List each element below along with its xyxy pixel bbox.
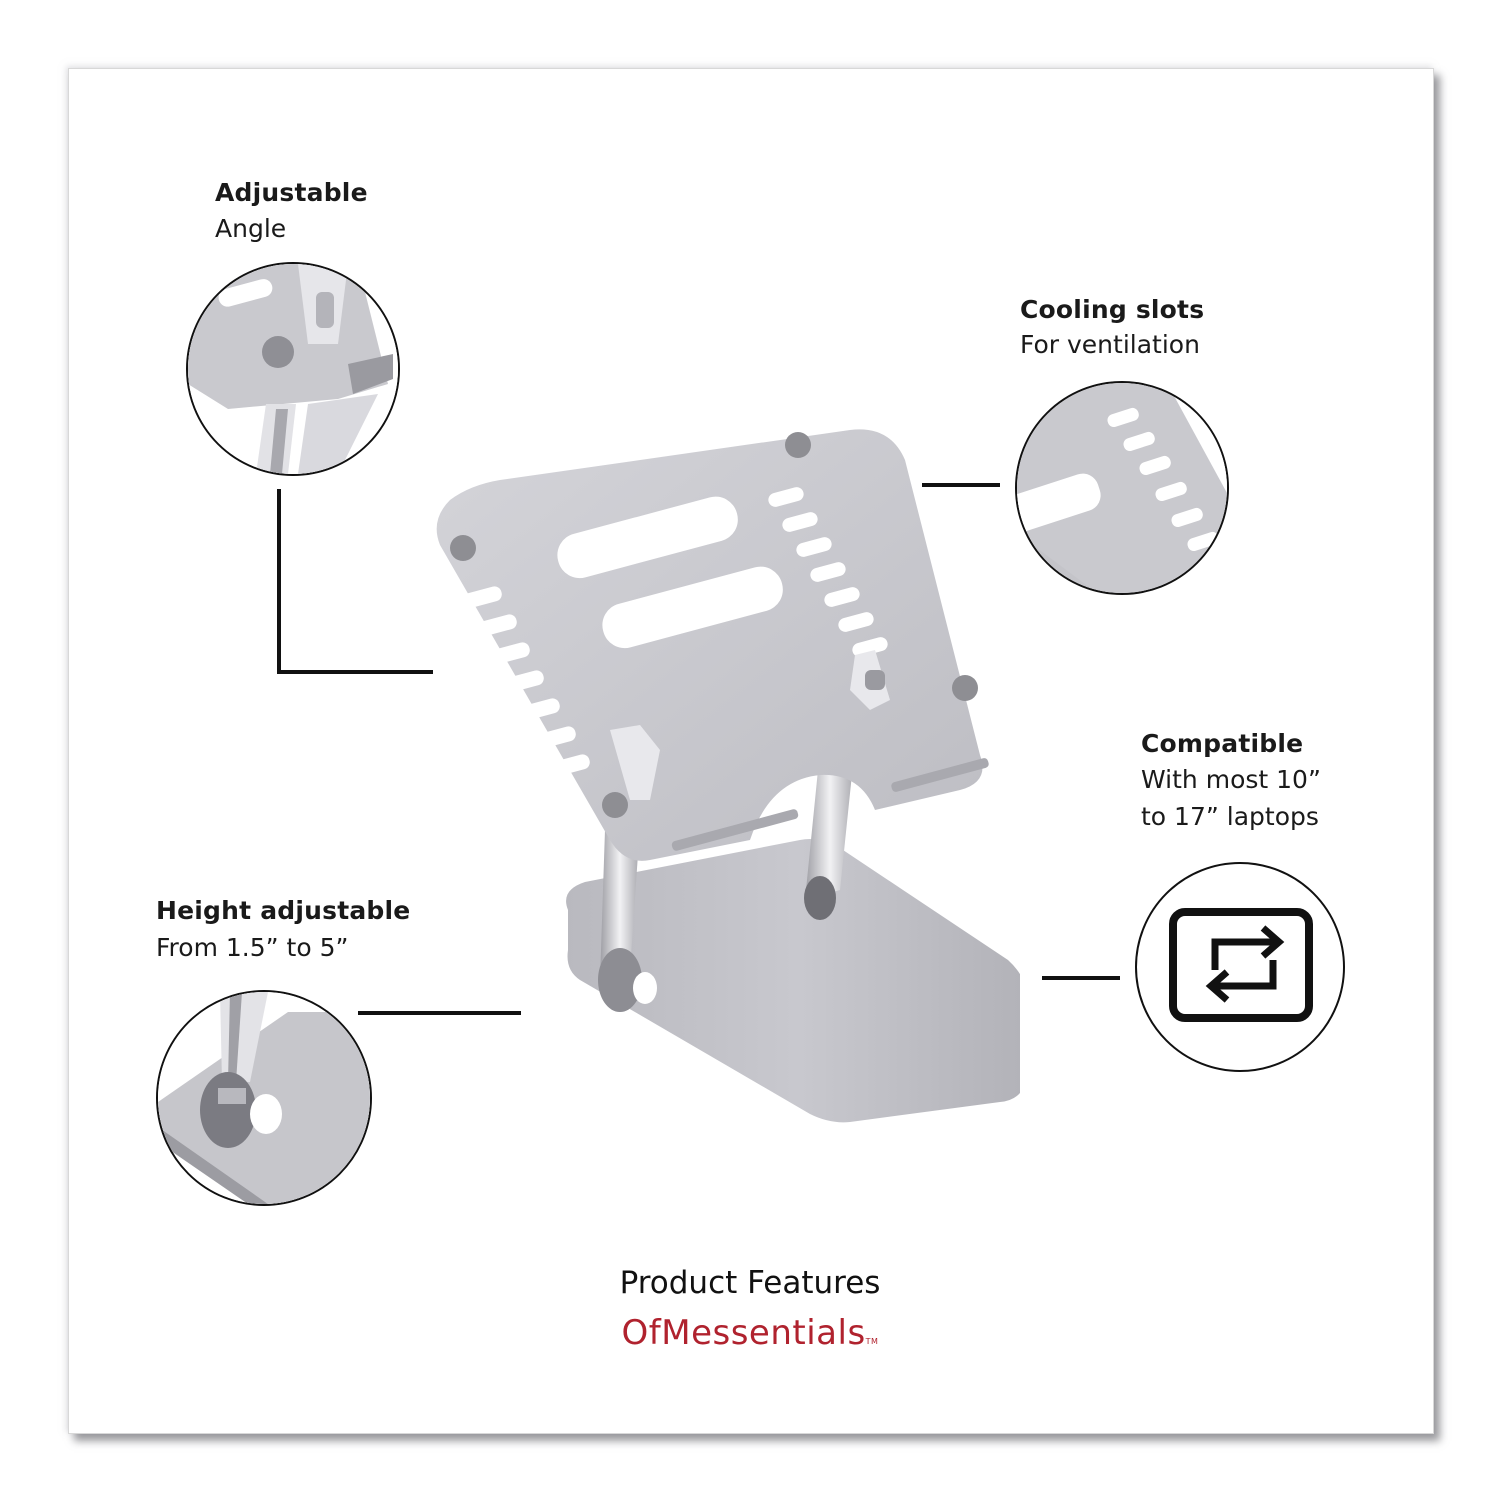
feature-compatible-subtitle-line1: With most 10” bbox=[1141, 765, 1321, 794]
hinge-closeup-image bbox=[186, 262, 400, 476]
trademark-mark: TM bbox=[865, 1337, 879, 1346]
feature-compatible-title: Compatible bbox=[1141, 729, 1304, 758]
feature-angle-subtitle: Angle bbox=[215, 214, 287, 243]
base-hinge-closeup-image bbox=[156, 990, 372, 1206]
feature-height-title: Height adjustable bbox=[156, 896, 411, 925]
vent-slots-closeup-image bbox=[1015, 381, 1229, 595]
feature-compatible-subtitle-line2: to 17” laptops bbox=[1141, 802, 1319, 831]
feature-cooling-subtitle: For ventilation bbox=[1020, 330, 1200, 359]
feature-cooling-title: Cooling slots bbox=[1020, 295, 1205, 324]
feature-height-subtitle: From 1.5” to 5” bbox=[156, 933, 349, 962]
angle-connector-vertical bbox=[277, 489, 281, 674]
cooling-connector bbox=[922, 483, 1000, 487]
laptop-stand-image bbox=[420, 370, 1020, 1170]
brand-name: OfMessentials bbox=[621, 1313, 866, 1353]
footer-title: Product Features bbox=[619, 1265, 881, 1301]
angle-connector-horizontal bbox=[277, 670, 433, 674]
brand-logo: OfMessentialsTM bbox=[0, 1313, 1500, 1353]
height-connector bbox=[358, 1011, 521, 1015]
compatible-icon-circle bbox=[1135, 862, 1345, 1072]
screen-swap-icon bbox=[1169, 908, 1313, 1022]
compatible-connector bbox=[1042, 976, 1120, 980]
feature-angle-title: Adjustable bbox=[215, 178, 368, 207]
